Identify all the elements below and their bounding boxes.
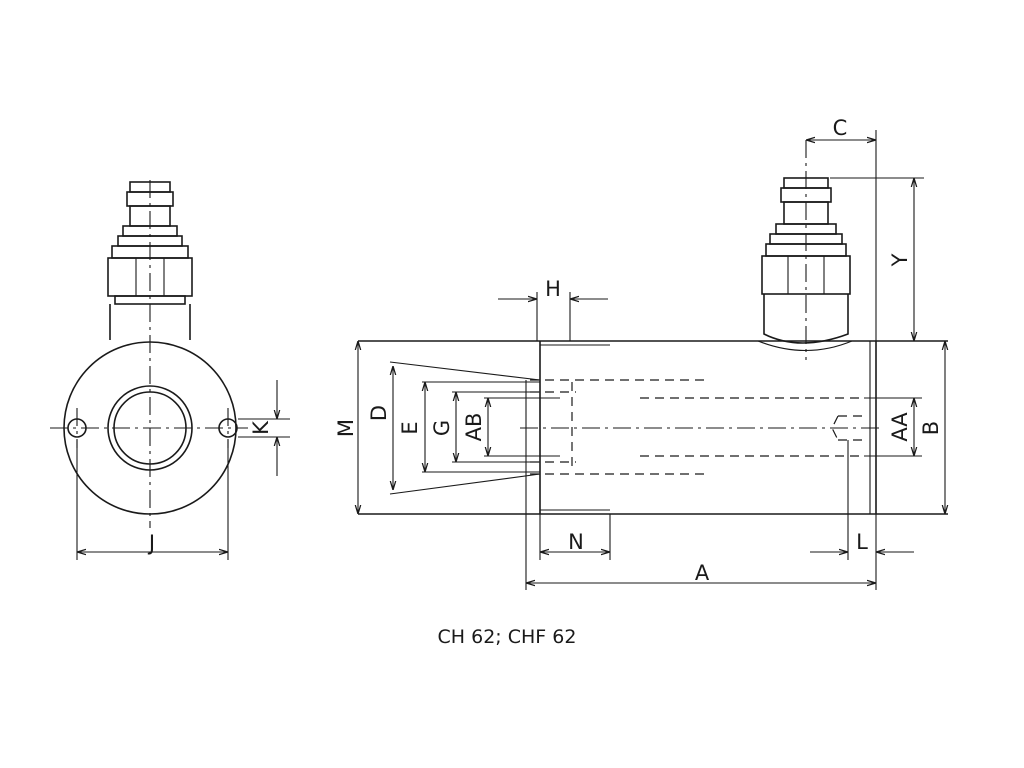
dim-label-K: K [249, 420, 273, 435]
dim-label-B: B [919, 421, 943, 435]
dim-label-N: N [568, 530, 584, 554]
dim-label-A: A [695, 561, 710, 585]
dim-label-H: H [545, 277, 561, 301]
coupler-fitting-side [757, 177, 853, 352]
dim-label-L: L [856, 530, 868, 554]
end-view: J K [50, 180, 290, 560]
drawing-title: CH 62; CHF 62 [437, 626, 577, 648]
side-view: M D E G AB H N A [334, 116, 948, 590]
dim-label-AB: AB [462, 413, 486, 442]
dim-label-J: J [147, 531, 155, 555]
hidden-bore [530, 379, 864, 475]
dim-label-Y: Y [888, 253, 912, 267]
dim-label-G: G [430, 420, 454, 436]
dim-label-C: C [833, 116, 848, 140]
dim-label-AA: AA [888, 412, 912, 442]
dim-label-E: E [398, 421, 422, 434]
dim-label-D: D [367, 405, 391, 421]
neck [109, 304, 191, 340]
dim-label-M: M [334, 419, 358, 437]
